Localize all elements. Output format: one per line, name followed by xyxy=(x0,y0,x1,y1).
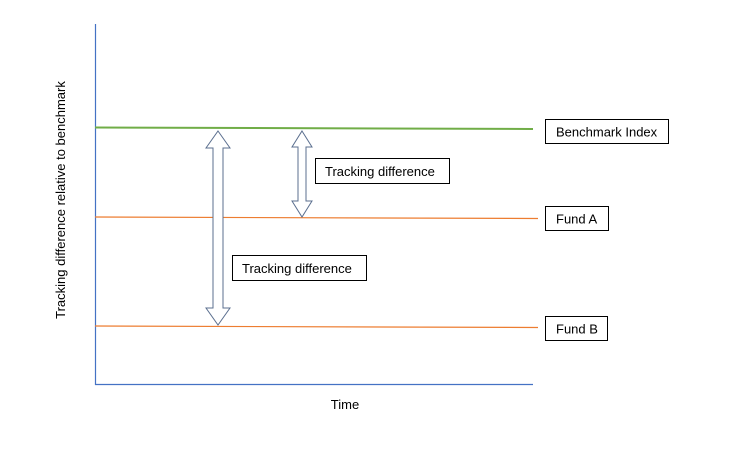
x-axis-title: Time xyxy=(331,397,359,412)
fund-b-label: Fund B xyxy=(556,322,598,337)
fund-a-line xyxy=(94,216,539,220)
tracking-difference-label-b: Tracking difference xyxy=(242,261,352,276)
tracking-difference-label-a: Tracking difference xyxy=(325,164,435,179)
benchmark-line xyxy=(94,126,534,130)
fund-b-line xyxy=(94,325,539,329)
tracking-arrow-fund-a xyxy=(291,130,313,218)
benchmark-index-callout: Benchmark Index xyxy=(545,119,669,144)
benchmark-index-label: Benchmark Index xyxy=(556,125,658,140)
tracking-difference-callout-a: Tracking difference xyxy=(315,158,450,184)
tracking-difference-callout-b: Tracking difference xyxy=(232,255,367,281)
fund-a-label: Fund A xyxy=(556,212,598,227)
tracking-arrow-fund-b xyxy=(205,130,231,326)
fund-b-callout: Fund B xyxy=(545,316,608,341)
y-axis-title: Tracking difference relative to benchmar… xyxy=(53,81,68,319)
fund-a-callout: Fund A xyxy=(545,206,609,231)
